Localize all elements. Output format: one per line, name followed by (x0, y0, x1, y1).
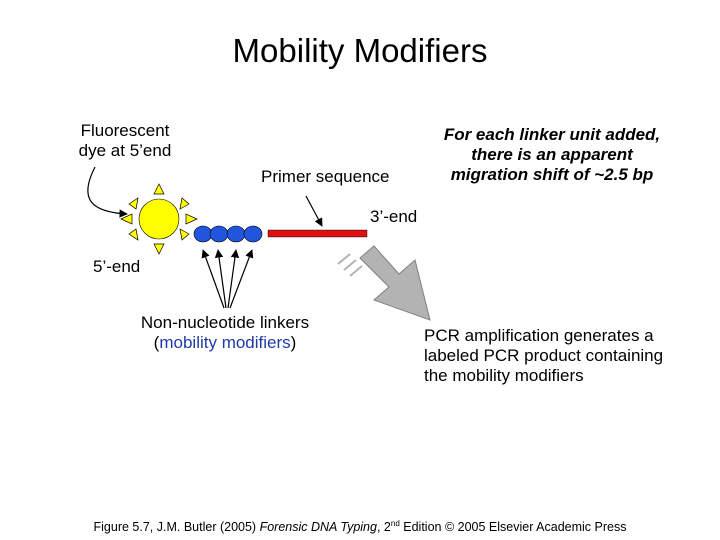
migration-shift-note: For each linker unit added, there is an … (443, 125, 661, 184)
linker-circle-icon (209, 225, 229, 243)
primer-pointer-arrow (305, 195, 323, 227)
five-prime-end-label: 5’-end (93, 257, 141, 276)
linker-circle-icon (243, 225, 263, 243)
mobility-modifiers-text: mobility modifiers (159, 333, 291, 352)
linker-circle-icon (226, 225, 246, 243)
three-prime-end-label: 3’-end (370, 207, 418, 226)
pcr-note: PCR amplification generates a labeled PC… (424, 326, 664, 385)
dye-label: Fluorescent dye at 5’end (78, 121, 172, 160)
primer-label: Primer sequence (261, 167, 390, 186)
primer-bar-icon (267, 229, 368, 238)
block-arrow-icon (337, 245, 431, 321)
sun-icon (120, 183, 198, 255)
linker-pointer-arrows (201, 249, 254, 309)
dye-pointer-arrow (87, 166, 128, 218)
linker-circle-icon (193, 225, 213, 243)
linkers-label: Non-nucleotide linkers (mobility modifie… (140, 313, 310, 352)
page-title: Mobility Modifiers (232, 32, 488, 69)
figure-caption: Figure 5.7, J.M. Butler (2005) Forensic … (93, 519, 627, 535)
